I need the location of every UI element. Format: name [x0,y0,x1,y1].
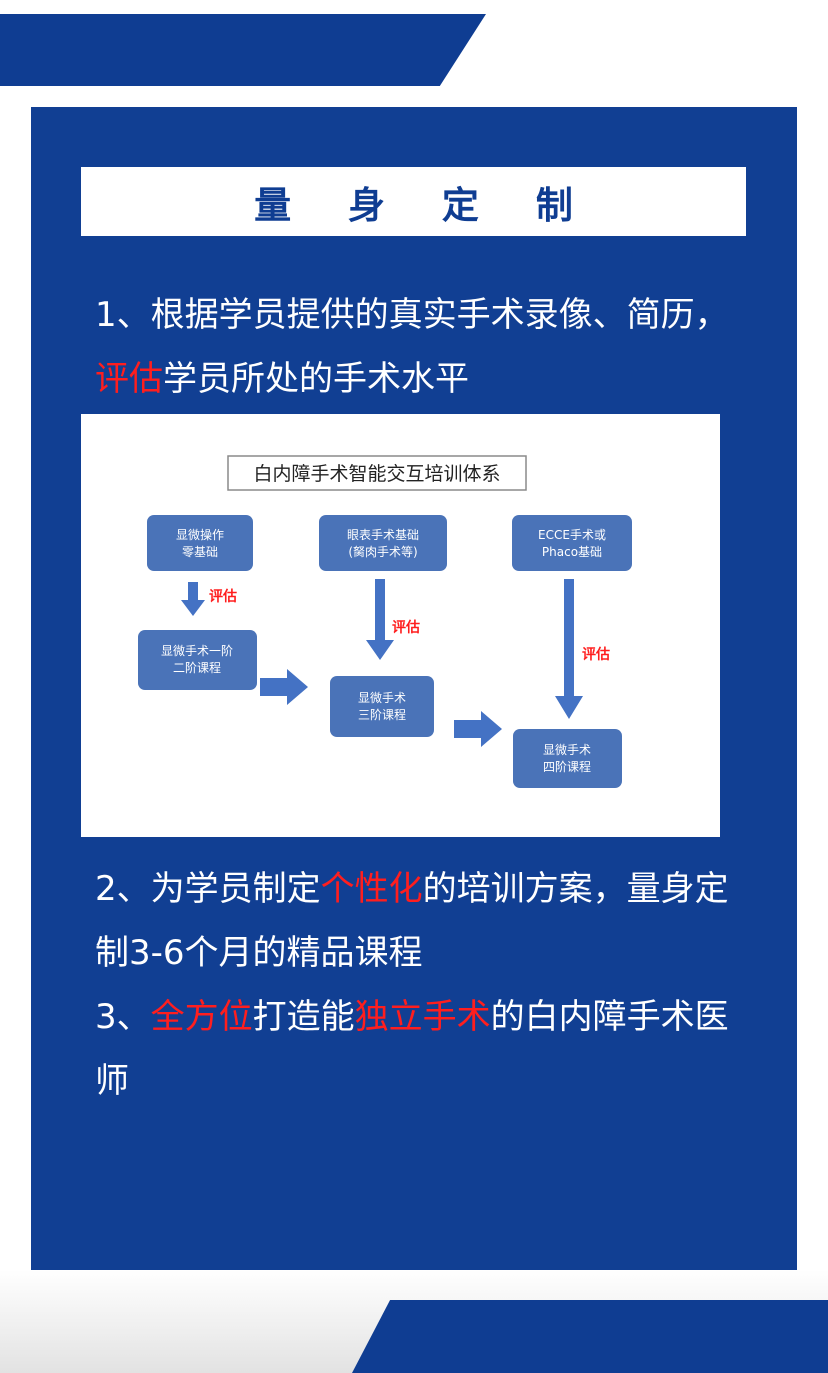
point-1: 1、根据学员提供的真实手术录像、简历， 评估学员所处的手术水平 [95,283,735,411]
point-2-highlight: 个性化 [320,869,423,909]
box-course-3 [330,676,434,737]
box-ocular-surface-line2: (胬肉手术等) [348,544,417,559]
point-3-highlight-1: 全方位 [150,997,253,1037]
right-arrow-2 [454,711,502,747]
box-course-3-line2: 三阶课程 [358,707,406,722]
point-2-suffix: 的培训方案，量身定制3-6个月的精品课程 [95,869,729,973]
box-zero-basis [147,515,253,571]
box-course-4 [513,729,622,788]
assess-label-2: 评估 [392,619,420,636]
box-course-4-line2: 四阶课程 [543,759,591,774]
box-course-1-2-line1: 显微手术一阶 [161,644,233,658]
box-ecce-phaco-line2: Phaco基础 [542,545,602,559]
point-1-suffix: 学员所处的手术水平 [163,359,469,399]
point-3: 3、全方位打造能独立手术的白内障手术医师 [95,985,735,1113]
point-3-prefix: 3、 [95,997,151,1037]
down-arrow-2 [366,579,394,660]
box-course-1-2 [138,630,257,690]
point-3-middle: 打造能 [252,997,355,1037]
box-ocular-surface-line1: 眼表手术基础 [347,528,419,542]
point-2-prefix: 2、为学员制定 [95,869,321,909]
point-1-prefix: 1、根据学员提供的真实手术录像、简历， [95,295,729,335]
down-arrow-1 [181,582,205,616]
box-zero-basis-line2: 零基础 [182,545,218,559]
top-decor-band [0,14,486,86]
box-ecce-phaco-line1: ECCE手术或 [538,528,606,542]
training-diagram: 白内障手术智能交互培训体系 显微操作 零基础 眼表手术基础 (胬肉手术等) EC… [81,414,720,837]
down-arrow-3 [555,579,583,719]
box-ecce-phaco [512,515,632,571]
box-zero-basis-line1: 显微操作 [176,527,224,542]
box-ocular-surface [319,515,447,571]
point-2: 2、为学员制定个性化的培训方案，量身定制3-6个月的精品课程 [95,857,735,985]
point-3-suffix: 的白内障手术医师 [95,997,729,1101]
page-title: 量 身 定 制 [254,183,595,227]
point-1-highlight: 评估 [95,359,163,399]
assess-label-3: 评估 [582,646,610,663]
content-panel: 量 身 定 制 1、根据学员提供的真实手术录像、简历，评估学员所处的手术水平 白… [31,107,797,1270]
box-course-4-line1: 显微手术 [543,743,591,757]
bottom-decor-band [352,1300,828,1373]
diagram-title: 白内障手术智能交互培训体系 [253,463,500,485]
diagram-title-box [227,455,527,491]
box-course-3-line1: 显微手术 [358,691,406,705]
right-arrow-1 [260,669,308,705]
point-3-highlight-2: 独立手术 [354,997,491,1037]
title-box: 量 身 定 制 [81,167,746,236]
box-course-1-2-line2: 二阶课程 [173,660,221,675]
assess-label-1: 评估 [209,588,237,605]
